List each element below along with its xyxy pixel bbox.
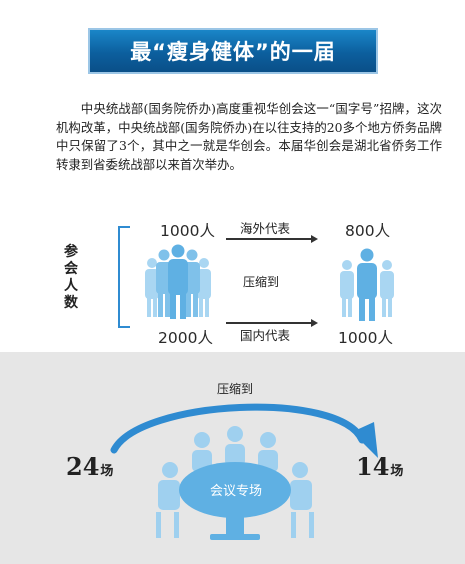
crowd-small-icon	[340, 248, 394, 321]
sessions-after-count: 14场	[356, 452, 404, 481]
overseas-after-count: 800人	[345, 222, 391, 240]
domestic-arrow-line	[226, 322, 312, 324]
domestic-after-count: 1000人	[338, 329, 393, 347]
domestic-arrow-head	[311, 318, 318, 327]
sessions-compress-label: 压缩到	[217, 382, 254, 396]
title-banner: 最“瘦身健体”的一届	[88, 28, 378, 74]
overseas-arrow-head	[311, 234, 318, 243]
overseas-before-count: 1000人	[160, 222, 215, 240]
participants-side-label: 参 会 人 数	[64, 244, 78, 311]
meeting-table-icon	[156, 426, 314, 540]
crowd-large-icon	[145, 244, 211, 319]
sessions-arc-arrow	[110, 403, 378, 458]
domestic-category-label: 国内代表	[240, 328, 291, 343]
overseas-category-label: 海外代表	[240, 221, 291, 236]
participants-bracket	[118, 226, 130, 328]
participants-compress-label: 压缩到	[243, 275, 280, 289]
sessions-before-count: 24场	[66, 452, 114, 481]
overseas-arrow-line	[226, 238, 312, 240]
meeting-label: 会议专场	[210, 484, 263, 499]
domestic-before-count: 2000人	[158, 329, 213, 347]
page-title: 最“瘦身健体”的一届	[130, 40, 336, 64]
intro-paragraph: 中央统战部(国务院侨办)高度重视华创会这一“国字号”招牌，这次机构改革，中央统战…	[56, 101, 442, 172]
